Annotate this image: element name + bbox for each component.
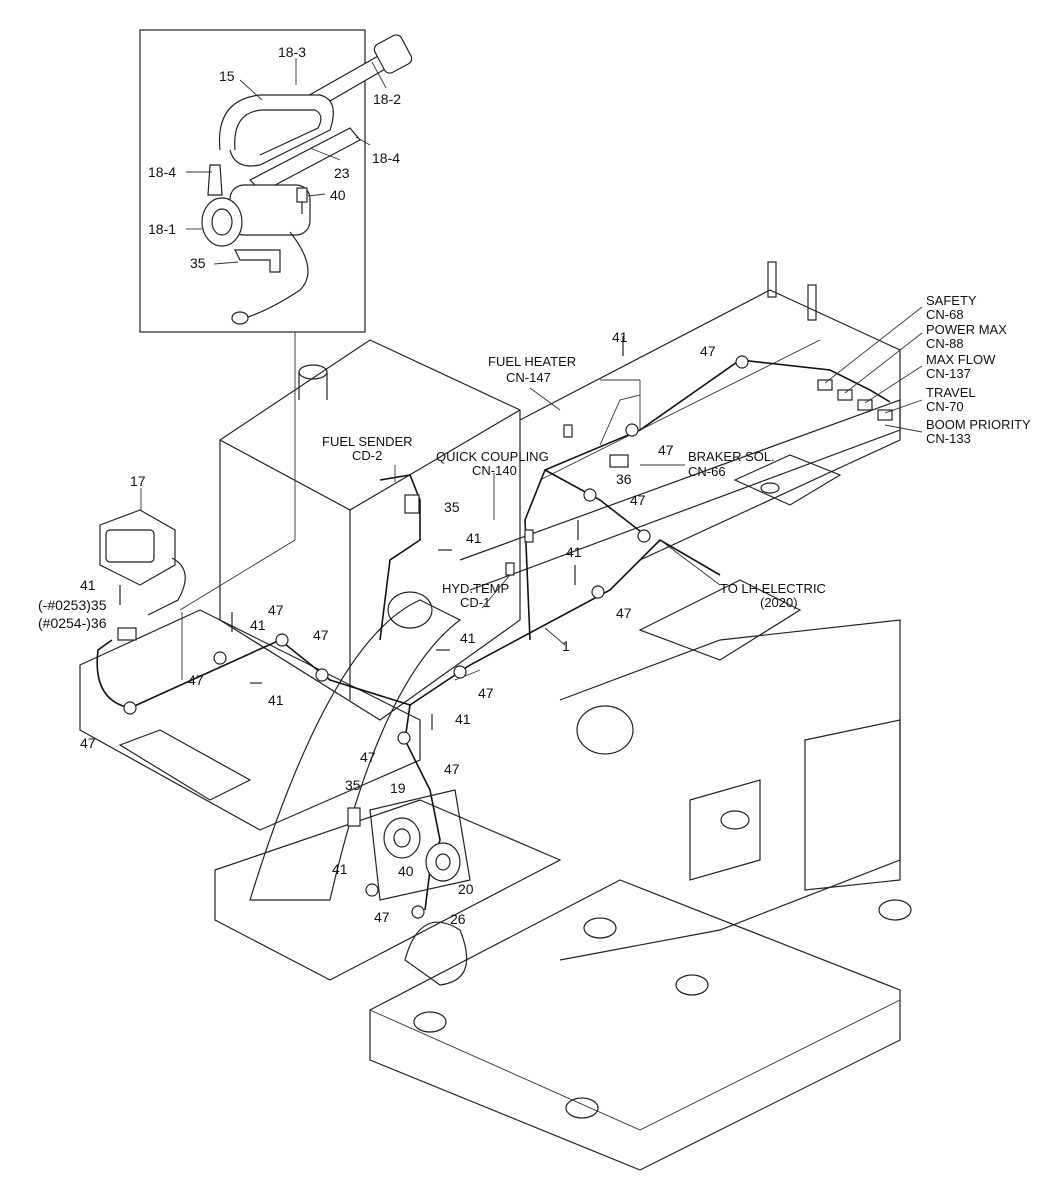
callout-35-inset: 35 xyxy=(190,255,206,271)
callout-18-3: 18-3 xyxy=(278,44,306,60)
callout-47-h: 47 xyxy=(658,442,674,458)
label-quick-coupling: QUICK COUPLING xyxy=(436,449,549,464)
callout-41-d: 41 xyxy=(466,530,482,546)
leader-lines xyxy=(394,306,923,646)
label-power-max: POWER MAX xyxy=(926,322,1007,337)
label-max-flow-code: CN-137 xyxy=(926,366,971,381)
callout-35-harness: 35 xyxy=(444,499,460,515)
label-power-max-code: CN-88 xyxy=(926,336,964,351)
clamps xyxy=(117,336,893,919)
callout-35-c: 35 xyxy=(345,777,361,793)
callout-1: 1 xyxy=(562,638,570,654)
callout-47-f: 47 xyxy=(616,605,632,621)
callout-47-c: 47 xyxy=(313,627,329,643)
callout-47-j: 47 xyxy=(360,749,376,765)
callout-17: 17 xyxy=(130,473,146,489)
callout-41-i: 41 xyxy=(332,861,348,877)
label-boom-priority: BOOM PRIORITY xyxy=(926,417,1031,432)
label-braker-sol: BRAKER SOL. xyxy=(688,449,775,464)
callout-41-h: 41 xyxy=(455,711,471,727)
label-fuel-sender: FUEL SENDER xyxy=(322,434,413,449)
label-travel-code: CN-70 xyxy=(926,399,964,414)
callout-26: 26 xyxy=(450,911,466,927)
callout-20: 20 xyxy=(458,881,474,897)
label-hyd-temp-code: CD-1 xyxy=(460,595,490,610)
label-hyd-temp: HYD.TEMP xyxy=(442,581,509,596)
label-quick-coupling-code: CN-140 xyxy=(472,463,517,478)
callout-19: 19 xyxy=(390,780,406,796)
label-lh-electric-code: (2020) xyxy=(760,595,798,610)
label-fuel-heater: FUEL HEATER xyxy=(488,354,576,369)
label-lh-electric: TO LH ELECTRIC xyxy=(720,581,826,596)
callout-18-2: 18-2 xyxy=(373,91,401,107)
horns xyxy=(369,789,471,901)
connector-labels: FUEL SENDER CD-2 QUICK COUPLING CN-140 F… xyxy=(322,293,1031,610)
label-boom-priority-code: CN-133 xyxy=(926,431,971,446)
callout-23: 23 xyxy=(334,165,350,181)
callout-18-4-left: 18-4 xyxy=(148,164,176,180)
callout-41-f: 41 xyxy=(566,544,582,560)
label-max-flow: MAX FLOW xyxy=(926,352,996,367)
callout-35-range: (-#0253)35 xyxy=(38,597,107,613)
label-travel: TRAVEL xyxy=(926,385,976,400)
callout-41-lamp: 41 xyxy=(80,577,96,593)
label-safety-code: CN-68 xyxy=(926,307,964,322)
callout-47-i: 47 xyxy=(700,343,716,359)
callout-18-4-right: 18-4 xyxy=(372,150,400,166)
wire-harness xyxy=(96,359,891,911)
label-fuel-sender-code: CD-2 xyxy=(352,448,382,463)
callout-36-range: (#0254-)36 xyxy=(38,615,107,631)
callout-41-b: 41 xyxy=(250,617,266,633)
callout-36-b: 36 xyxy=(616,471,632,487)
label-braker-sol-code: CN-66 xyxy=(688,464,726,479)
callout-15: 15 xyxy=(219,68,235,84)
callout-47-l: 47 xyxy=(374,909,390,925)
callout-47-a: 47 xyxy=(80,735,96,751)
callout-47-e: 47 xyxy=(478,685,494,701)
callout-18-1: 18-1 xyxy=(148,221,176,237)
callout-47-b: 47 xyxy=(268,602,284,618)
callout-41-c: 41 xyxy=(268,692,284,708)
callout-47-k: 47 xyxy=(444,761,460,777)
work-lamp xyxy=(99,488,186,616)
detail-inset xyxy=(139,29,413,611)
callout-41-e: 41 xyxy=(460,630,476,646)
callout-40-b: 40 xyxy=(398,863,414,879)
machine-frame xyxy=(79,261,912,1171)
callout-47-g: 47 xyxy=(630,492,646,508)
label-fuel-heater-code: CN-147 xyxy=(506,370,551,385)
label-safety: SAFETY xyxy=(926,293,977,308)
callout-47-d: 47 xyxy=(188,672,204,688)
callout-41-g: 41 xyxy=(612,329,628,345)
part-callouts: 18-3 15 18-2 18-4 18-4 23 40 18-1 35 17 … xyxy=(38,44,716,927)
callout-40-inset: 40 xyxy=(330,187,346,203)
